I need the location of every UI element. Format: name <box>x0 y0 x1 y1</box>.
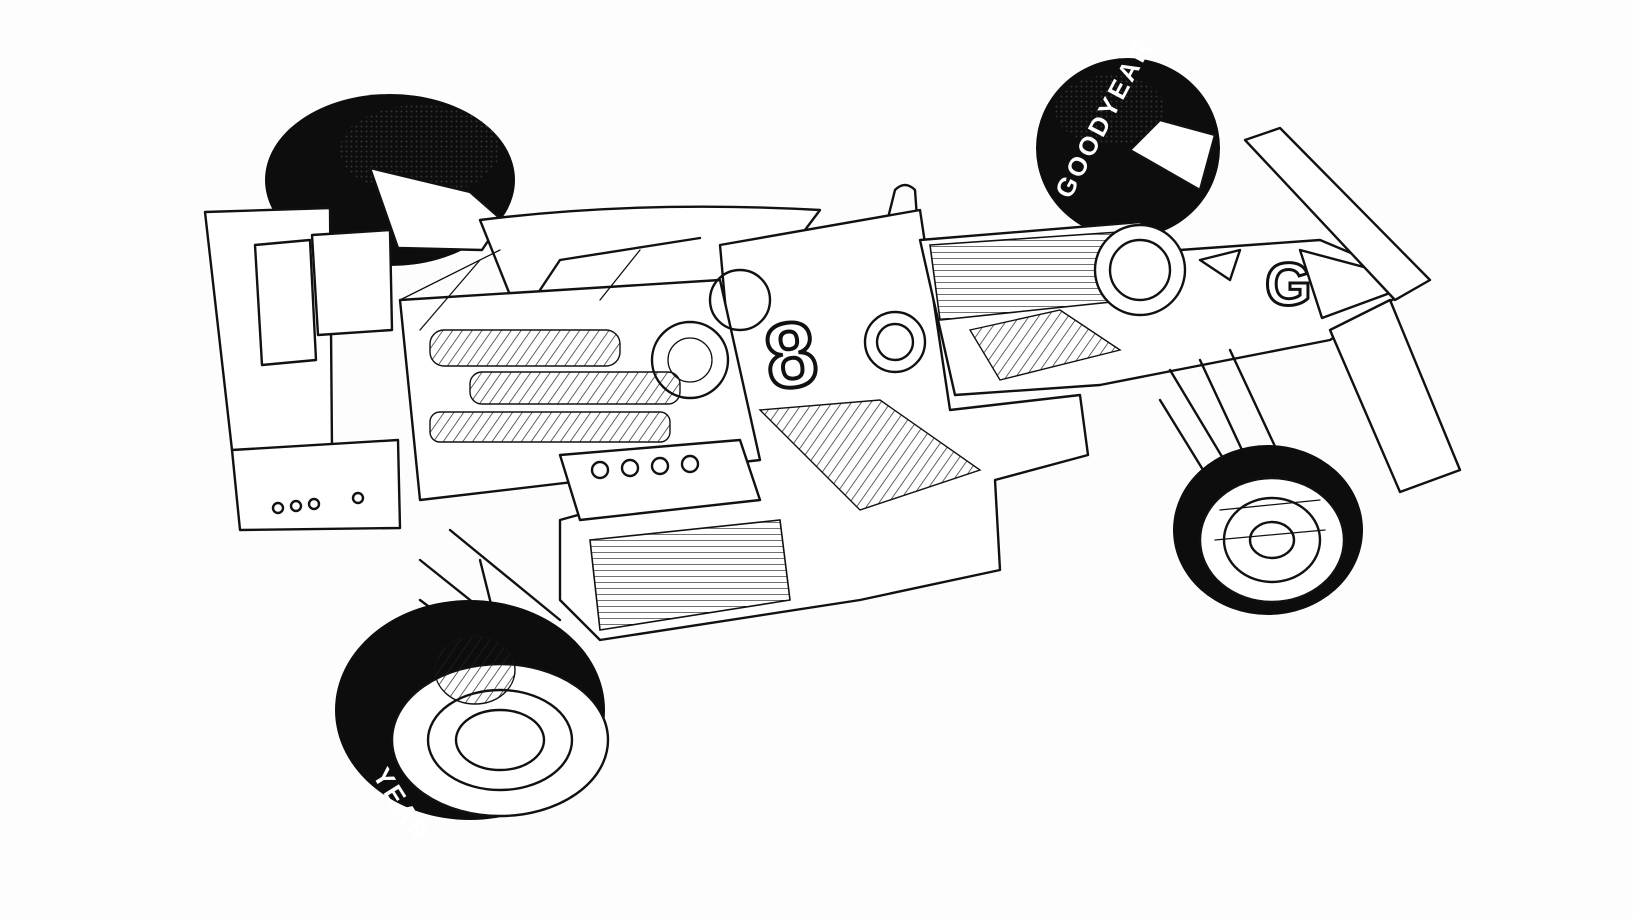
rear-wing <box>203 206 402 532</box>
front-suspension <box>1158 348 1302 532</box>
radiator <box>589 399 982 631</box>
rear-right-tyre: YEAR <box>335 600 610 850</box>
front-right-tyre <box>1173 445 1363 615</box>
front-wing <box>1243 126 1462 494</box>
front-left-tyre: GOODYEAR <box>1036 34 1220 238</box>
roll-hoop <box>878 183 922 262</box>
engine-block <box>398 249 772 522</box>
nose-badge: G <box>1265 251 1312 318</box>
